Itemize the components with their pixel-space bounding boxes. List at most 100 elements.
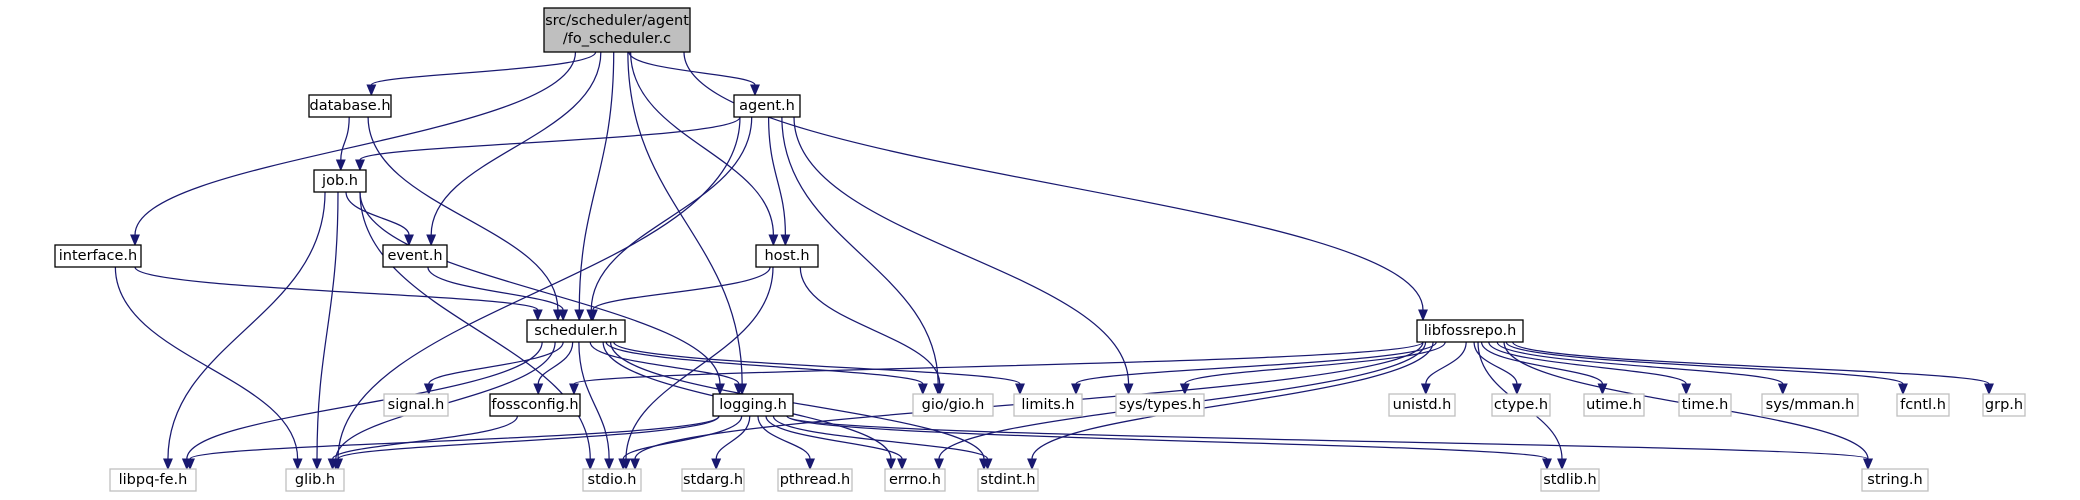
node-label-scheduler: scheduler.h	[534, 323, 617, 339]
edge-libfossrepo-to-systypes	[1184, 341, 1446, 385]
edge-arrowhead-scheduler-to-signal	[423, 383, 434, 396]
node-libfossrepo[interactable]: libfossrepo.h	[1416, 319, 1524, 343]
edge-arrowhead-job-to-event	[404, 234, 414, 247]
node-box-fossconfig	[489, 393, 581, 417]
edge-arrowhead-job-to-glib	[312, 458, 322, 471]
edge-arrowhead-root-to-host	[768, 234, 779, 247]
node-box-grp	[1982, 393, 2026, 417]
node-logging[interactable]: logging.h	[712, 393, 794, 417]
edge-root-to-interface	[134, 51, 577, 236]
node-box-stdio	[582, 468, 642, 492]
node-label-libfossrepo: libfossrepo.h	[1424, 323, 1517, 339]
node-box-string	[1861, 468, 1929, 492]
edge-logging-to-stdio	[622, 415, 743, 460]
edge-logging-to-pthread	[757, 415, 811, 460]
node-systypes: sys/types.h	[1115, 393, 1205, 417]
node-box-sysmman	[1761, 393, 1859, 417]
edge-host-to-scheduler	[592, 266, 771, 311]
node-root[interactable]: src/scheduler/agent/fo_scheduler.c	[543, 7, 691, 53]
node-agent[interactable]: agent.h	[733, 94, 801, 118]
node-label-ctype: ctype.h	[1494, 397, 1548, 413]
node-stdio: stdio.h	[582, 468, 642, 492]
edge-arrowhead-interface-to-glib	[292, 458, 303, 471]
edge-host-to-stdio	[625, 266, 774, 460]
edge-job-to-glib	[316, 191, 339, 460]
edge-arrowhead-libfossrepo-to-unistd	[1420, 383, 1431, 396]
node-label-string: string.h	[1867, 472, 1922, 488]
node-label-job: job.h	[321, 173, 358, 189]
edge-arrowhead-logging-to-stdio	[618, 458, 629, 471]
edge-arrowhead-libfossrepo-to-limits	[1071, 383, 1081, 396]
node-label-event: event.h	[387, 248, 442, 264]
edge-arrowhead-libfossrepo-to-systypes	[1179, 383, 1190, 396]
edge-logging-to-errno	[765, 415, 903, 460]
edge-logging-to-stdint	[772, 415, 989, 460]
node-box-limits	[1013, 393, 1083, 417]
node-label-glib: glib.h	[295, 472, 335, 488]
node-label-limits: limits.h	[1021, 397, 1074, 413]
node-signal: signal.h	[383, 393, 449, 417]
edge-libfossrepo-to-limits	[1075, 341, 1437, 385]
node-box-root	[543, 7, 691, 53]
edge-libfossrepo-to-grp	[1512, 341, 1990, 385]
node-label-stdio: stdio.h	[588, 472, 637, 488]
node-label-pthread: pthread.h	[780, 472, 851, 488]
node-box-scheduler	[526, 319, 626, 343]
node-libpqfe: libpq-fe.h	[109, 468, 197, 492]
edge-agent-to-job	[359, 116, 741, 161]
node-glib: glib.h	[285, 468, 345, 492]
node-box-unistd	[1388, 393, 1456, 417]
edge-arrowhead-root-to-event	[426, 234, 437, 247]
node-host[interactable]: host.h	[755, 244, 819, 268]
node-time: time.h	[1678, 393, 1732, 417]
node-box-stdarg	[681, 468, 745, 492]
node-giogio: gio/gio.h	[912, 393, 994, 417]
node-label-sysmman: sys/mman.h	[1766, 397, 1855, 413]
node-stdlib: stdlib.h	[1540, 468, 1600, 492]
node-box-giogio	[912, 393, 994, 417]
node-box-host	[755, 244, 819, 268]
edge-arrowhead-root-to-scheduler	[574, 309, 585, 322]
node-job[interactable]: job.h	[313, 169, 367, 193]
edge-arrowhead-logging-to-stdlib	[1542, 458, 1552, 471]
node-stdint: stdint.h	[977, 468, 1039, 492]
edge-arrowhead-logging-to-glib	[333, 458, 343, 471]
edge-agent-to-giogio	[781, 116, 939, 385]
node-box-logging	[712, 393, 794, 417]
node-box-systypes	[1115, 393, 1205, 417]
edge-arrowhead-interface-to-scheduler	[532, 309, 543, 322]
node-scheduler[interactable]: scheduler.h	[526, 319, 626, 343]
edge-root-to-agent	[628, 51, 756, 86]
node-box-job	[313, 169, 367, 193]
edge-arrowhead-scheduler-to-logging	[733, 383, 744, 396]
node-label-errno: errno.h	[889, 472, 941, 488]
node-label-stdint: stdint.h	[980, 472, 1035, 488]
edge-interface-to-glib	[114, 266, 299, 460]
node-pthread: pthread.h	[777, 468, 853, 492]
edge-fossconfig-to-glib	[331, 415, 519, 460]
edge-scheduler-to-giogio	[605, 341, 924, 385]
node-database[interactable]: database.h	[308, 94, 392, 118]
edge-libfossrepo-to-utime	[1480, 341, 1604, 385]
node-box-agent	[733, 94, 801, 118]
node-box-stdint	[977, 468, 1039, 492]
edge-logging-to-libpqfe	[189, 415, 720, 460]
node-box-errno	[884, 468, 946, 492]
node-fossconfig[interactable]: fossconfig.h	[489, 393, 581, 417]
node-box-glib	[285, 468, 345, 492]
node-label-stdlib: stdlib.h	[1543, 472, 1597, 488]
node-event[interactable]: event.h	[382, 244, 448, 268]
edge-arrowhead-libfossrepo-to-sysmman	[1777, 383, 1788, 396]
edge-arrowhead-libfossrepo-to-stdio	[630, 458, 640, 471]
edge-arrowhead-logging-to-errno	[897, 458, 907, 471]
edge-scheduler-to-limits	[613, 341, 1021, 385]
node-box-utime	[1583, 393, 1645, 417]
edge-arrowhead-root-to-agent	[750, 84, 760, 97]
node-interface[interactable]: interface.h	[54, 244, 142, 268]
edge-root-to-database	[370, 51, 597, 86]
edge-arrowhead-root-to-interface	[130, 234, 140, 247]
edge-layer	[114, 51, 1994, 471]
edge-arrowhead-root-to-libfossrepo	[1418, 309, 1428, 322]
edge-logging-to-glib	[337, 415, 720, 460]
